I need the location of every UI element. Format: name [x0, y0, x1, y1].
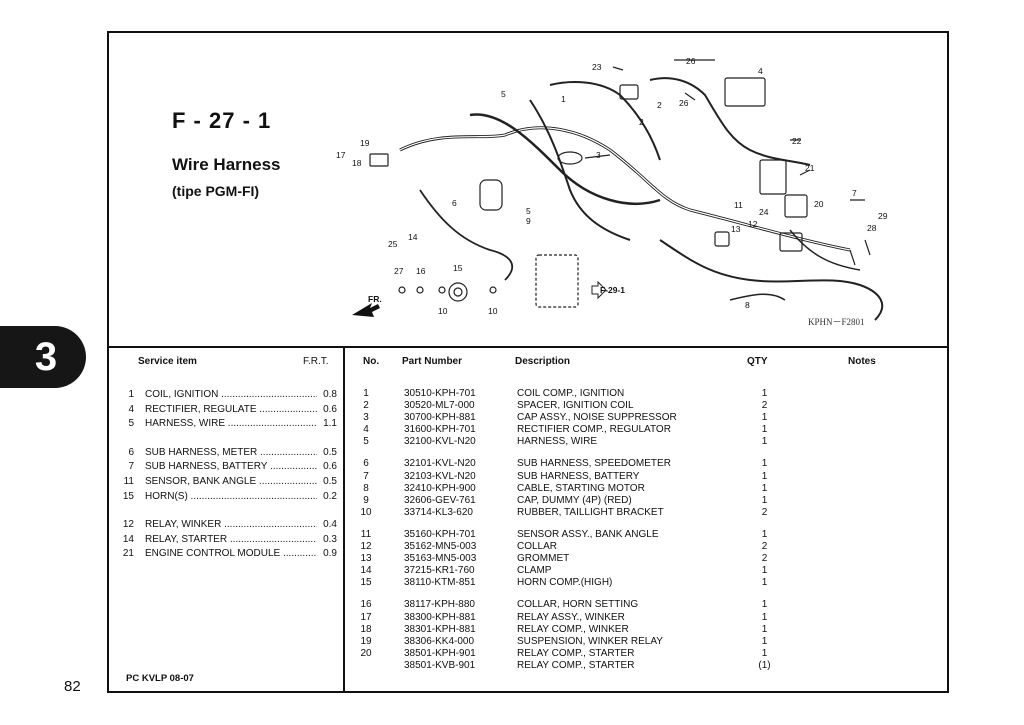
svg-text:9: 9 [526, 216, 531, 226]
svg-text:28: 28 [867, 223, 877, 233]
svg-text:26: 26 [679, 98, 689, 108]
svg-text:18: 18 [352, 158, 362, 168]
callout-numbers: 23 26 4 5 1 2 26 2 22 17 19 18 3 21 5 9 … [336, 56, 888, 316]
svg-text:13: 13 [731, 224, 741, 234]
svg-text:29: 29 [878, 211, 888, 221]
svg-text:12: 12 [748, 219, 758, 229]
service-item-header: Service item [138, 356, 197, 367]
wire-harness-diagram: FR. F-29-1 23 26 4 5 1 2 26 2 22 17 19 1… [336, 56, 888, 321]
svg-text:25: 25 [388, 239, 398, 249]
svg-text:14: 14 [408, 232, 418, 242]
svg-text:6: 6 [452, 198, 457, 208]
page-number: 82 [64, 678, 81, 695]
svg-text:19: 19 [360, 138, 370, 148]
svg-text:23: 23 [592, 62, 602, 72]
svg-text:10: 10 [438, 306, 448, 316]
svg-text:1: 1 [561, 94, 566, 104]
svg-text:15: 15 [453, 263, 463, 273]
svg-text:2: 2 [639, 117, 644, 127]
svg-text:FR.: FR. [368, 294, 382, 304]
svg-text:21: 21 [805, 163, 815, 173]
page-frame [107, 31, 949, 693]
svg-text:5: 5 [501, 89, 506, 99]
svg-text:16: 16 [416, 266, 426, 276]
svg-text:11: 11 [734, 200, 743, 210]
qty-header: QTY [747, 356, 768, 367]
no-header: No. [363, 356, 380, 367]
svg-text:5: 5 [526, 206, 531, 216]
divider-horizontal [107, 346, 949, 348]
figure-code: F - 27 - 1 [172, 108, 272, 133]
notes-header: Notes [848, 356, 876, 367]
description-header: Description [515, 356, 571, 367]
svg-text:10: 10 [488, 306, 498, 316]
front-arrow-icon [352, 303, 380, 317]
chapter-tab: 3 [0, 326, 86, 388]
harness-drawing [369, 59, 884, 321]
svg-text:2: 2 [657, 100, 662, 110]
svg-text:27: 27 [394, 266, 404, 276]
svg-text:3: 3 [596, 150, 601, 160]
svg-text:24: 24 [759, 207, 769, 217]
drawing-code: KPHN－F2801 [808, 317, 865, 327]
figure-title: Wire Harness [172, 155, 281, 174]
svg-text:26: 26 [686, 56, 696, 66]
catalog-code: PC KVLP 08-07 [126, 673, 194, 684]
figure-subtitle: (tipe PGM-FI) [172, 183, 260, 199]
svg-text:7: 7 [852, 188, 857, 198]
svg-text:F-29-1: F-29-1 [600, 285, 625, 295]
svg-text:8: 8 [745, 300, 750, 310]
svg-text:22: 22 [792, 136, 802, 146]
frt-header: F.R.T. [303, 356, 329, 367]
ref-arrow-icon [591, 280, 607, 300]
divider-vertical [343, 346, 345, 693]
svg-text:4: 4 [758, 66, 763, 76]
part-number-header: Part Number [402, 356, 463, 367]
svg-text:17: 17 [336, 150, 346, 160]
svg-text:20: 20 [814, 199, 824, 209]
